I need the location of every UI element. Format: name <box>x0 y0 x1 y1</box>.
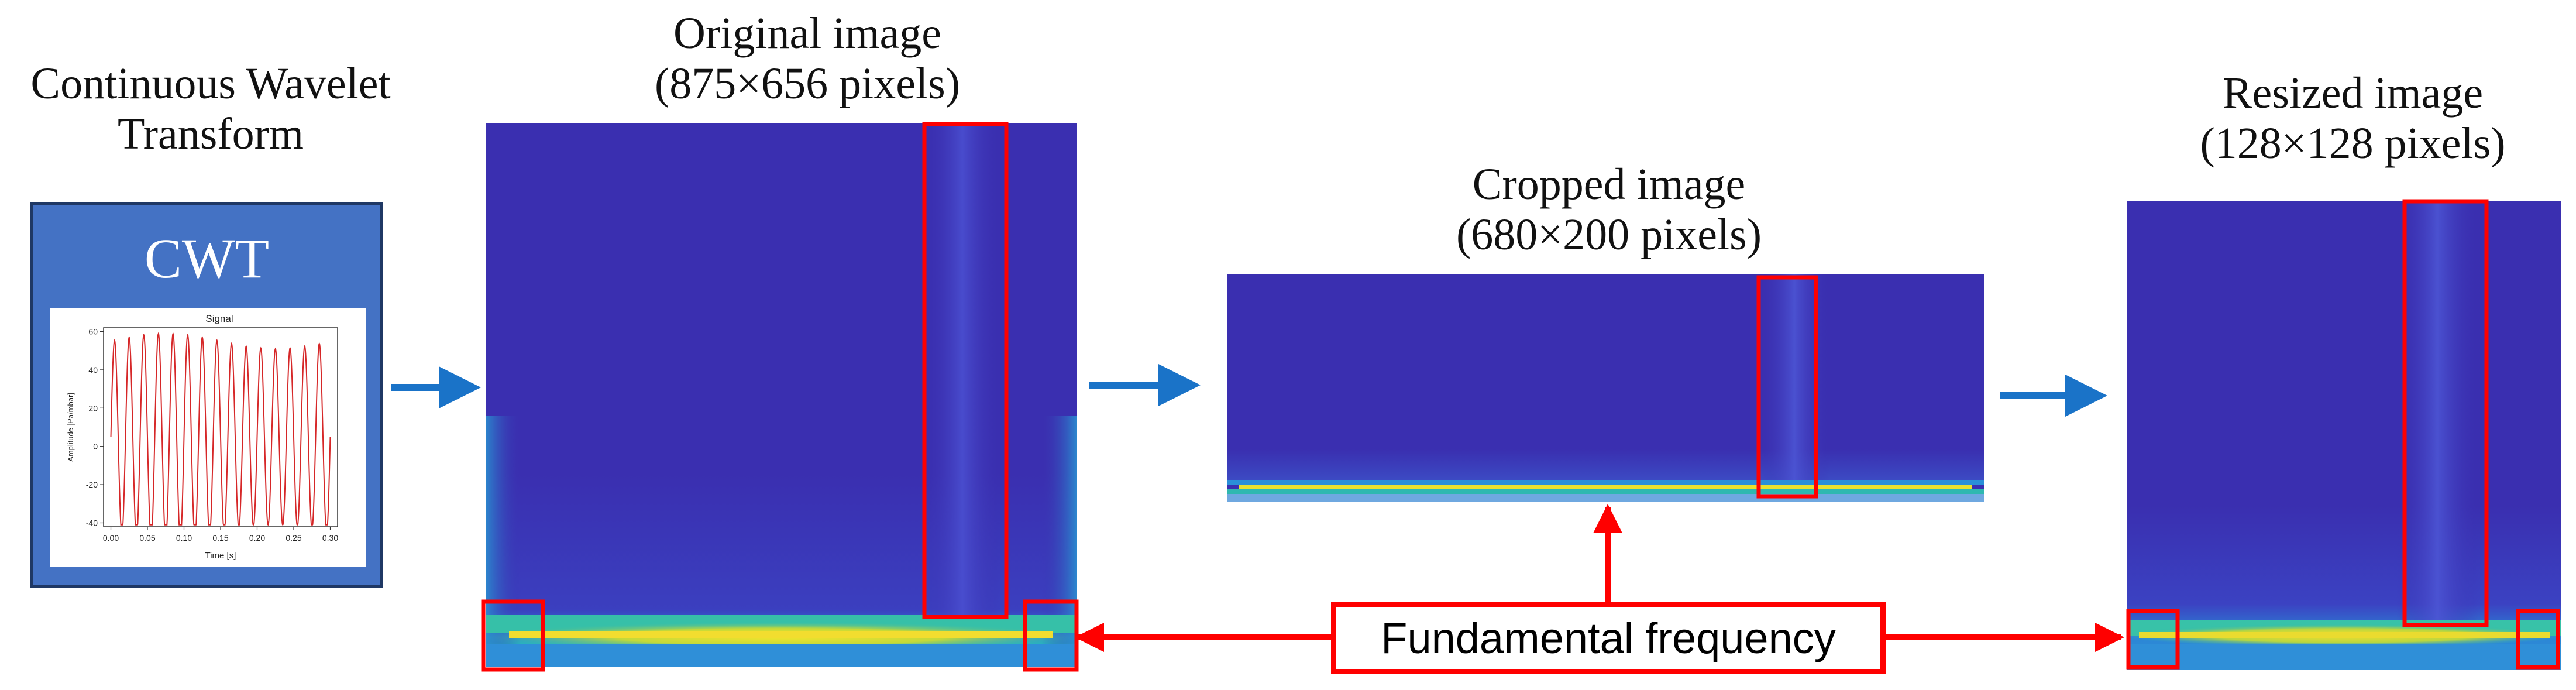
cropped-spectrogram <box>1227 274 1984 502</box>
original-title-line1: Original image <box>673 9 941 58</box>
cwt-box-label: CWT <box>144 227 270 290</box>
resized-title-line1: Resized image <box>2222 68 2484 118</box>
signal-x-tick-label: 0.30 <box>322 533 338 543</box>
original-title-line2: (875×656 pixels) <box>654 59 961 108</box>
signal-line <box>110 332 331 526</box>
signal-y-tick-label: 60 <box>88 327 98 337</box>
signal-xlabel: Time [s] <box>205 551 236 561</box>
resized-spectrogram-svg <box>2127 201 2561 670</box>
signal-plot: Signal 60 40 20 0 -20 -40 0.00 0.05 0.10 0.15 0.2… <box>50 308 366 567</box>
signal-y-tick-label: 20 <box>88 403 98 413</box>
signal-x-tick-label: 0.05 <box>139 533 155 543</box>
cwt-title-line1: Continuous Wavelet <box>30 59 391 108</box>
signal-x-tick-label: 0.25 <box>286 533 301 543</box>
resized-spectrogram <box>2127 201 2561 670</box>
signal-y-ticks: 60 40 20 0 -20 -40 <box>86 327 104 527</box>
original-spectrogram <box>486 123 1077 667</box>
signal-x-tick-label: 0.20 <box>249 533 265 543</box>
signal-x-tick-label: 0.00 <box>103 533 119 543</box>
signal-x-tick-label: 0.10 <box>176 533 192 543</box>
cropped-spectrogram-svg <box>1227 274 1984 502</box>
cwt-title: Continuous Wavelet Transform <box>0 59 421 159</box>
fundamental-frequency-callout: Fundamental frequency <box>1331 602 1886 674</box>
signal-y-tick-label: -20 <box>86 480 98 489</box>
resized-title-line2: (128×128 pixels) <box>2200 119 2506 168</box>
signal-ylabel: Amplitude [Pa/mbar] <box>66 393 75 462</box>
signal-x-ticks: 0.00 0.05 0.10 0.15 0.20 0.25 0.30 <box>103 527 338 543</box>
cwt-box: CWT Signal 60 40 20 0 -20 -40 0.00 0.05 0.10 0.1… <box>30 202 383 588</box>
signal-y-tick-label: -40 <box>86 518 98 527</box>
signal-plot-svg: Signal 60 40 20 0 -20 -40 0.00 0.05 0.10 0.15 0.2… <box>66 313 338 561</box>
signal-y-tick-label: 40 <box>88 365 98 375</box>
resized-title: Resized image (128×128 pixels) <box>2130 68 2576 169</box>
cropped-title-line2: (680×200 pixels) <box>1456 210 1762 259</box>
cropped-title: Cropped image (680×200 pixels) <box>1346 159 1872 260</box>
signal-plot-title: Signal <box>205 313 233 324</box>
signal-x-tick-label: 0.15 <box>212 533 228 543</box>
cropped-title-line1: Cropped image <box>1472 160 1746 209</box>
original-spectrogram-svg <box>486 123 1077 667</box>
cwt-title-line2: Transform <box>117 109 304 159</box>
fundamental-frequency-label: Fundamental frequency <box>1381 613 1836 662</box>
signal-y-tick-label: 0 <box>93 442 98 451</box>
original-title: Original image (875×656 pixels) <box>527 8 1088 109</box>
